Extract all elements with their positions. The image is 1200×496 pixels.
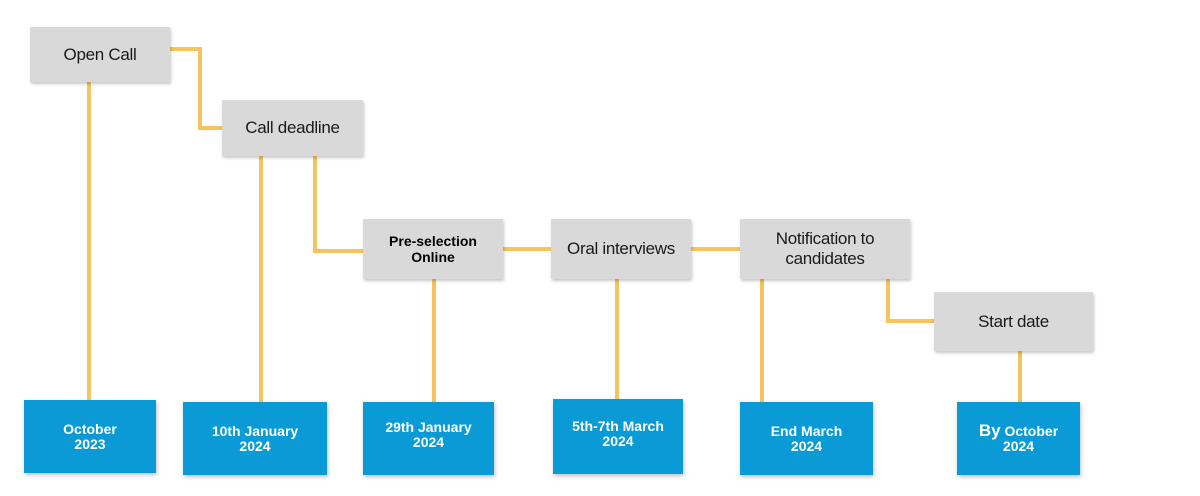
step-call-deadline: Call deadline <box>222 100 363 156</box>
step-label: Start date <box>978 311 1049 331</box>
date-label: End March 2024 <box>770 422 843 454</box>
date-label: By October 2024 <box>978 421 1059 454</box>
step-label: Call deadline <box>245 118 340 137</box>
date-pre-selection: 29th January 2024 <box>363 402 494 475</box>
date-call-deadline: 10th January 2024 <box>183 402 327 475</box>
date-label: October 2023 <box>63 420 117 452</box>
step-label: Open Call <box>63 44 137 64</box>
date-label: 29th January 2024 <box>385 419 472 450</box>
step-notification: Notification to candidates <box>740 219 910 279</box>
date-label: 10th January 2024 <box>211 422 299 454</box>
link-open-call-to-deadline <box>170 47 222 130</box>
step-start-date: Start date <box>934 292 1093 351</box>
date-label: 5th-7th March 2024 <box>572 418 664 449</box>
date-prefix: By <box>978 421 1001 440</box>
date-open-call: October 2023 <box>24 400 156 473</box>
step-label: Oral interviews <box>567 239 675 258</box>
step-label: Pre-selection Online <box>389 233 477 265</box>
date-notification: End March 2024 <box>740 402 873 475</box>
link-deadline-to-pre-selection <box>313 156 363 253</box>
link-notification-to-start <box>886 279 934 323</box>
date-oral-interviews: 5th-7th March 2024 <box>553 399 683 474</box>
date-start-date: By October 2024 <box>957 402 1080 475</box>
step-open-call: Open Call <box>30 27 170 82</box>
step-oral-interviews: Oral interviews <box>551 219 691 279</box>
step-pre-selection: Pre-selection Online <box>363 219 503 279</box>
step-label: Notification to candidates <box>775 229 875 268</box>
